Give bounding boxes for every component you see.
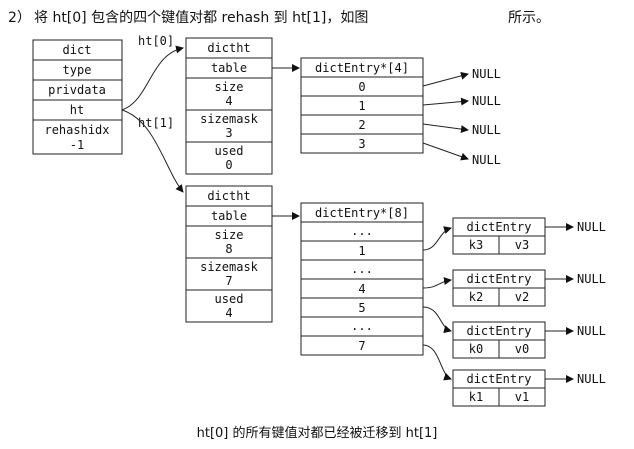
entry-title: dictEntry [466, 372, 531, 386]
heading-suffix: 所示。 [508, 10, 550, 26]
dictht1-used: 4 [225, 306, 232, 320]
table1-slot-0: ... [351, 224, 373, 238]
table0-title: dictEntry*[4] [315, 61, 409, 75]
null-k3: NULL [577, 220, 606, 234]
entry-value: v1 [515, 390, 529, 404]
table0-slot-2: 2 [358, 118, 365, 132]
entry-k2: dictEntry k2 v2 [452, 269, 546, 307]
entry-key: k3 [469, 238, 483, 252]
table1-slot-4: 5 [358, 301, 365, 315]
dictht1-size-label: size [215, 228, 244, 242]
dictht0-table: table [211, 61, 247, 75]
dict-field-ht: ht [70, 103, 84, 117]
null-k1: NULL [577, 372, 606, 386]
heading-prefix: 2） [8, 10, 31, 26]
dictht0-struct: dictht table size 4 sizemask 3 used 0 [185, 37, 273, 175]
entry-k0: dictEntry k0 v0 [452, 321, 546, 359]
table1-slot-6: 7 [358, 339, 365, 353]
dict-rehashidx-value: -1 [70, 138, 84, 152]
dictht0-used-label: used [215, 144, 244, 158]
null-t0-3: NULL [472, 153, 501, 167]
entry-value: v0 [515, 342, 529, 356]
arrow-slot5-entry [422, 306, 452, 334]
dictht1-title: dictht [207, 189, 250, 203]
arrow-null-t0-1 [422, 97, 469, 106]
table1-slot-1: 1 [358, 244, 365, 258]
label-ht0: ht[0] [138, 34, 174, 48]
table0-struct: dictEntry*[4] 0 1 2 3 [300, 57, 424, 154]
table0-slot-0: 0 [358, 80, 365, 94]
table1-struct: dictEntry*[8] ... 1 ... 4 5 ... 7 [300, 202, 424, 356]
null-t0-1: NULL [472, 94, 501, 108]
arrow-null-t0-3 [422, 142, 469, 161]
dict-field-privdata: privdata [48, 83, 106, 97]
table0-slot-3: 3 [358, 137, 365, 151]
entry-k1: dictEntry k1 v1 [452, 369, 546, 407]
table1-title: dictEntry*[8] [315, 206, 409, 220]
dictht0-used: 0 [225, 158, 232, 172]
table1-slot-5: ... [351, 319, 373, 333]
dict-struct: dict type privdata ht rehashidx -1 [32, 39, 123, 155]
dictht1-struct: dictht table size 8 sizemask 7 used 4 [185, 185, 273, 323]
entry-key: k1 [469, 390, 483, 404]
dictht1-used-label: used [215, 292, 244, 306]
table0-slot-1: 1 [358, 99, 365, 113]
arrow-ht0 [121, 45, 184, 111]
table1-slot-2: ... [351, 262, 373, 276]
entry-value: v3 [515, 238, 529, 252]
dictht1-sizemask-label: sizemask [200, 260, 259, 274]
table1-slot-3: 4 [358, 282, 365, 296]
entry-title: dictEntry [466, 220, 531, 234]
entry-key: k2 [469, 290, 483, 304]
dict-rehashidx-label: rehashidx [44, 123, 109, 137]
dictht0-title: dictht [207, 41, 250, 55]
dict-title: dict [63, 43, 92, 57]
entry-k3: dictEntry k3 v3 [452, 217, 546, 255]
entry-key: k0 [469, 342, 483, 356]
arrow-slot1-entry [422, 226, 452, 251]
entry-title: dictEntry [466, 272, 531, 286]
dictht0-size: 4 [225, 94, 232, 108]
heading-text: 将 ht[0] 包含的四个键值对都 rehash 到 ht[1]，如图 [34, 10, 368, 26]
dictht1-sizemask: 7 [225, 274, 232, 288]
arrow-ht1 [121, 109, 184, 193]
dictht1-table: table [211, 209, 247, 223]
arrow-slot7-entry [422, 344, 452, 381]
arrow-null-t0-0 [422, 71, 469, 87]
entry-title: dictEntry [466, 324, 531, 338]
label-ht1: ht[1] [138, 116, 174, 130]
null-t0-0: NULL [472, 67, 501, 81]
dictht0-sizemask: 3 [225, 126, 232, 140]
entry-value: v2 [515, 290, 529, 304]
arrow-null-t0-2 [422, 123, 469, 134]
dictht0-sizemask-label: sizemask [200, 112, 259, 126]
arrow-slot4-entry [422, 277, 452, 289]
null-k0: NULL [577, 324, 606, 338]
null-k2: NULL [577, 272, 606, 286]
null-t0-2: NULL [472, 123, 501, 137]
dictht0-size-label: size [215, 80, 244, 94]
dictht1-size: 8 [225, 242, 232, 256]
figure-caption: ht[0] 的所有键值对都已经被迁移到 ht[1] [197, 425, 438, 441]
dict-field-type: type [63, 63, 92, 77]
